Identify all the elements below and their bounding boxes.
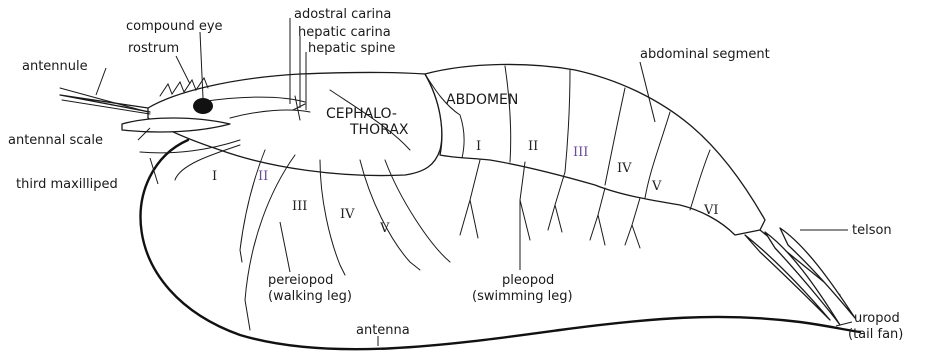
label-cephalothorax-1: CEPHALO-	[326, 106, 397, 122]
labels: compound eye rostrum adostral carina hep…	[8, 7, 903, 342]
segment-numeral-6: VI	[703, 203, 719, 218]
label-uropod-1: uropod	[854, 311, 900, 326]
label-antennal-scale: antennal scale	[8, 133, 103, 148]
label-pereiopod-1: pereiopod	[268, 273, 333, 288]
segment-numeral-2: II	[528, 139, 538, 154]
label-rostrum: rostrum	[128, 41, 179, 56]
label-adrostral-carina: adostral carina	[294, 7, 391, 22]
label-hepatic-carina: hepatic carina	[298, 25, 391, 40]
label-telson: telson	[852, 223, 892, 238]
label-antennule: antennule	[22, 59, 88, 74]
label-pereiopod-2: (walking leg)	[268, 289, 352, 304]
leg-numeral-4: IV	[340, 207, 355, 222]
label-abdomen: ABDOMEN	[446, 92, 518, 108]
compound-eye-mark	[193, 98, 213, 114]
segment-numeral-5: V	[651, 179, 662, 194]
label-uropod-2: (tail fan)	[848, 327, 903, 342]
leg-numeral-1: I	[212, 169, 217, 184]
leg-numeral-2: II	[258, 169, 268, 184]
segment-numeral-4: IV	[617, 161, 632, 176]
label-third-maxilliped: third maxilliped	[16, 177, 118, 192]
segment-numeral-3: III	[573, 145, 588, 160]
label-pleopod-2: (swimming leg)	[472, 289, 573, 304]
label-pleopod-1: pleopod	[502, 273, 554, 288]
leg-numeral-5: V	[379, 221, 390, 236]
label-hepatic-spine: hepatic spine	[308, 41, 395, 56]
segment-numeral-1: I	[476, 139, 481, 154]
label-compound-eye: compound eye	[126, 19, 223, 34]
label-cephalothorax-2: THORAX	[349, 122, 409, 138]
leg-numeral-3: III	[292, 199, 307, 214]
label-abdominal-segment: abdominal segment	[640, 47, 770, 62]
label-antenna: antenna	[356, 323, 410, 338]
